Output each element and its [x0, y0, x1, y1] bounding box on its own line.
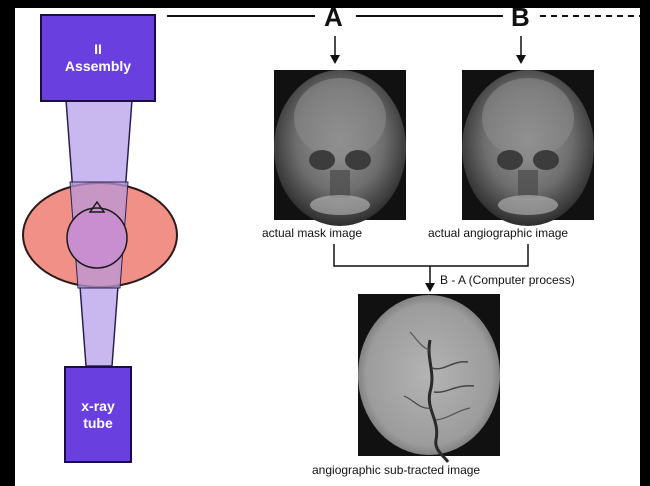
mask-image — [274, 70, 406, 226]
arrow-process-head — [425, 283, 435, 292]
ii-assembly-box: II Assembly — [40, 14, 156, 102]
label-b: B — [511, 2, 530, 33]
mask-image-caption: actual mask image — [262, 226, 362, 240]
angiographic-image-caption: actual angiographic image — [428, 226, 568, 240]
arrow-b-head — [516, 55, 526, 64]
xray-tube-box: x-ray tube — [64, 366, 132, 463]
subtracted-image — [358, 294, 500, 462]
bracket — [334, 244, 528, 266]
patient-head — [67, 208, 127, 268]
angiographic-image — [462, 70, 594, 226]
computer-process-caption: B - A (Computer process) — [440, 273, 575, 287]
label-a: A — [324, 2, 343, 33]
arrow-a-head — [330, 55, 340, 64]
subtracted-image-caption: angiographic sub-tracted image — [312, 463, 480, 477]
